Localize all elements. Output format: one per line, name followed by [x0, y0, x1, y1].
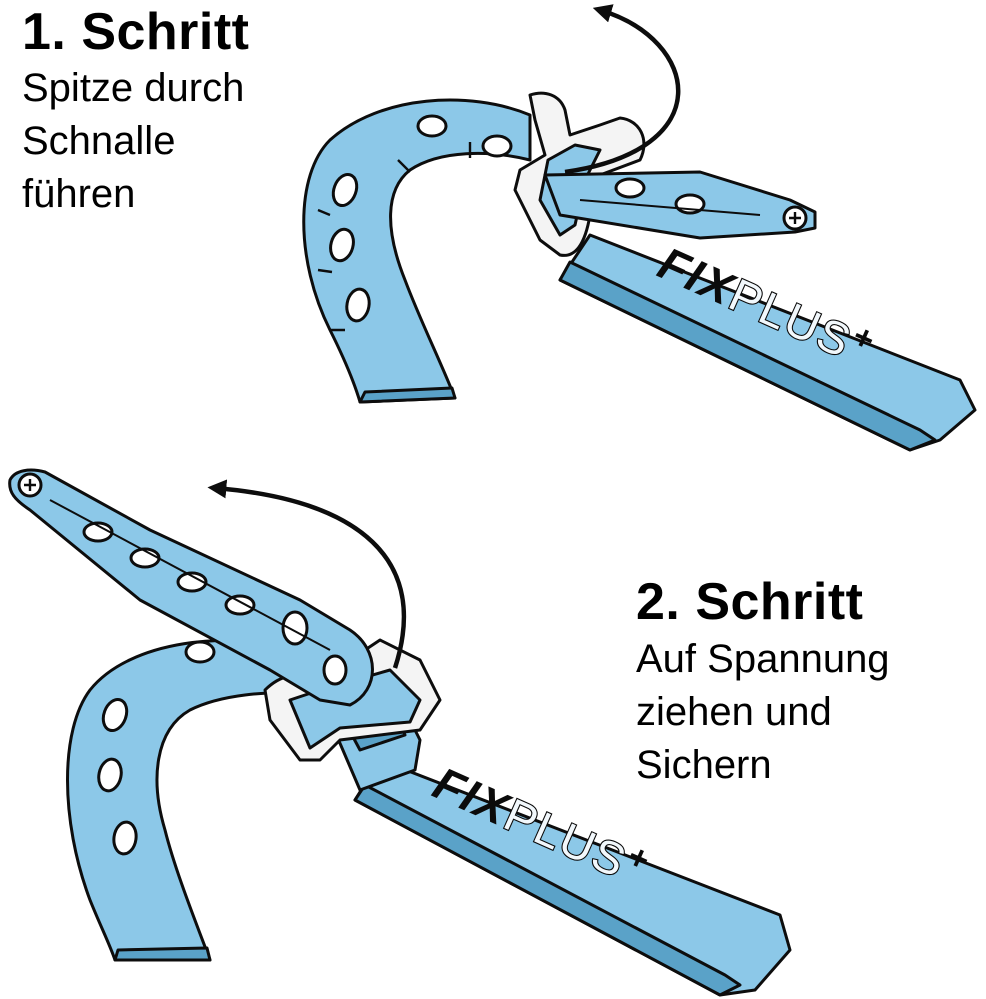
step1-title: 1. Schritt — [22, 3, 250, 61]
step1-line: Schnalle — [22, 119, 176, 163]
arrow-step2 — [207, 479, 407, 669]
step1-line: führen — [22, 172, 136, 216]
step2-line: Sichern — [636, 743, 772, 787]
arrow-step1 — [564, 4, 681, 175]
strap-step2 — [8, 468, 792, 997]
step2-line: ziehen und — [636, 690, 832, 734]
strap-lower-band — [558, 233, 977, 452]
strap-step1 — [302, 91, 977, 452]
step2-instructions: Auf Spannung ziehen und Sichern — [636, 633, 976, 792]
strap-lower-band-2 — [353, 758, 792, 997]
step1-instructions: Spitze durch Schnalle führen — [22, 62, 322, 221]
step2-title: 2. Schritt — [636, 573, 864, 631]
step1-line: Spitze durch — [22, 66, 245, 110]
step2-line: Auf Spannung — [636, 637, 890, 681]
